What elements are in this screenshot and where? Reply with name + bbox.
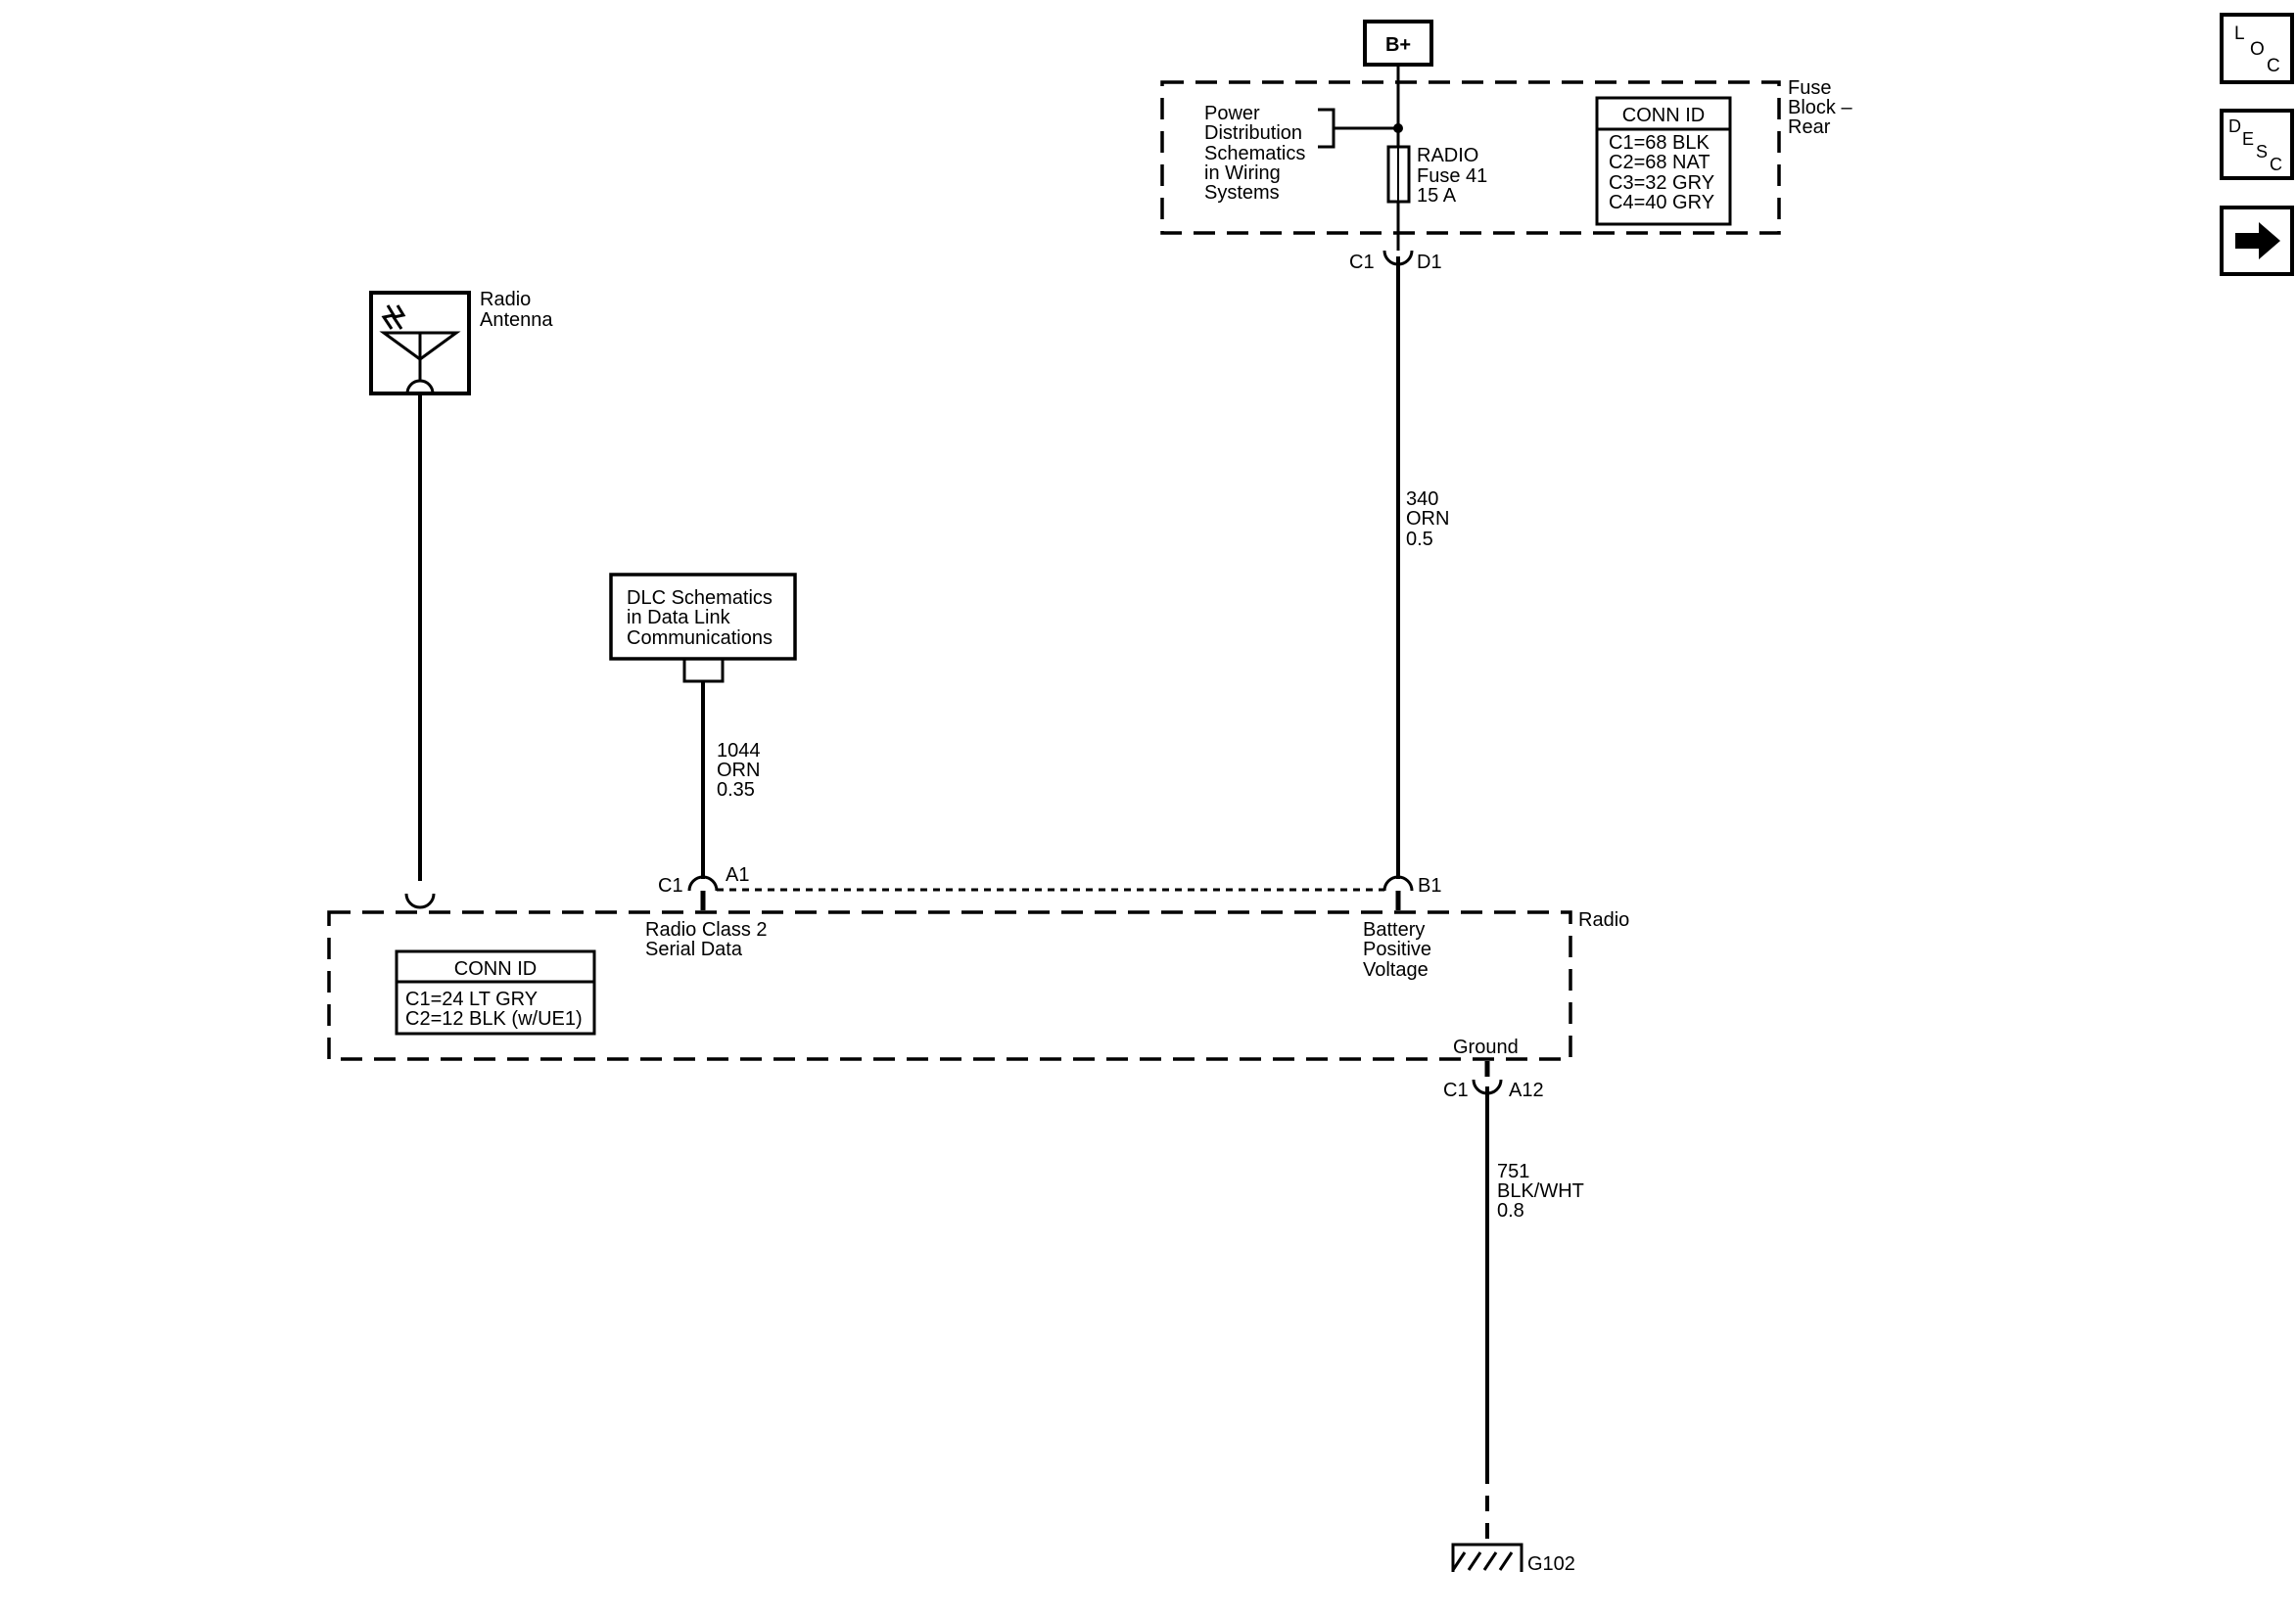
serial-wire-label: 1044 ORN 0.35 [717,740,766,801]
fuse-block-pin-label: D1 [1417,252,1442,273]
serial-data-terminal-label: Radio Class 2 Serial Data [645,919,773,960]
desc-letter-d: D [2228,116,2241,136]
ground-wire-label: 751 BLK/WHT 0.8 [1497,1161,1589,1222]
loc-letter-l: L [2234,23,2245,44]
desc-letter-s: S [2256,142,2268,162]
radio-module-outline [327,910,1572,1061]
antenna-connector-symbol [404,893,436,909]
desc-letter-c: C [2270,155,2282,174]
battery-pin-label: B1 [1418,875,1441,897]
battery-wire-label: 340 ORN 0.5 [1406,488,1455,550]
serial-pin-label: A1 [726,864,749,886]
battery-connector-symbol [1382,875,1414,892]
fuse-block-label: Fuse Block – Rear [1788,77,1857,138]
radio-conn-id-table [395,949,596,1036]
description-button[interactable]: D E S C [2220,109,2294,180]
battery-terminal-label: Battery Positive Voltage [1363,919,1437,981]
serial-connector-symbol [687,875,719,892]
loc-letter-o: O [2250,39,2265,60]
loc-letter-c: C [2267,56,2280,76]
radio-conn-id-title: CONN ID [454,958,537,980]
ground-pin-label: A12 [1509,1080,1544,1101]
location-button[interactable]: L O C [2220,13,2294,84]
radio-antenna-label: Radio Antenna [480,289,553,331]
power-note-bracket [1318,108,1335,149]
fuse-block-conn-id-lines: C1=68 BLK C2=68 NAT C3=32 GRY C4=40 GRY [1609,132,1719,213]
fuse-block-outline [1160,80,1781,235]
serial-conn-label: C1 [658,875,683,897]
ground-terminal-label: Ground [1453,1037,1519,1058]
fuse-label: RADIO Fuse 41 15 A [1417,145,1493,207]
ground-conn-label: C1 [1443,1080,1469,1101]
right-arrow-icon [2235,222,2280,259]
fuse-block-conn-label: C1 [1349,252,1375,273]
dlc-reference-box[interactable] [609,573,797,661]
radio-conn-id-lines: C1=24 LT GRY C2=12 BLK (w/UE1) [405,989,583,1030]
radio-module-label: Radio [1578,909,1629,931]
desc-letter-e: E [2242,129,2254,149]
dlc-connector-bracket [682,659,725,683]
dlc-reference-label: DLC Schematics in Data Link Communicatio… [627,587,778,649]
ground-icon [1451,1543,1523,1572]
power-distribution-note: Power Distribution Schematics in Wiring … [1204,103,1311,204]
fuse-block-conn-id-table [1595,96,1732,226]
next-arrow-button[interactable] [2220,206,2294,276]
ground-point-label: G102 [1527,1553,1575,1575]
b-plus-label: B+ [1385,34,1411,56]
fuse-block-conn-id-title: CONN ID [1622,105,1705,126]
antenna-icon [379,304,461,394]
